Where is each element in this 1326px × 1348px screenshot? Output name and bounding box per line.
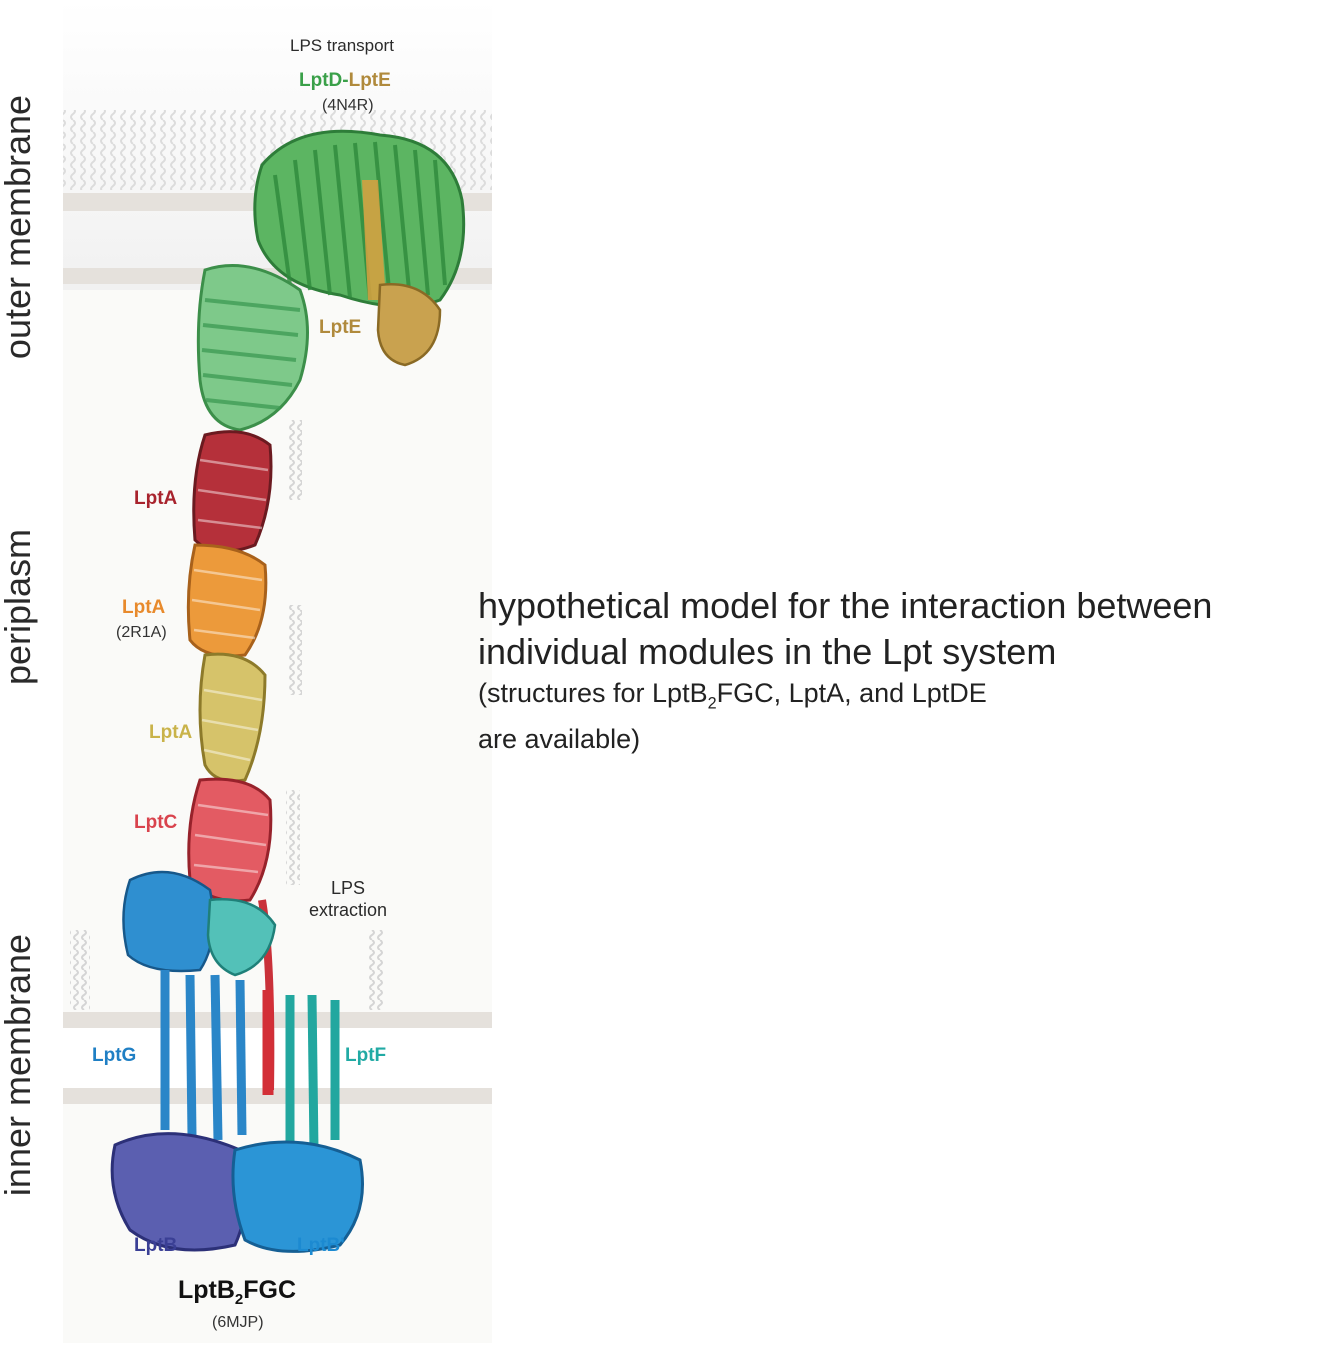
lptg-tm-helices — [160, 970, 247, 1141]
lps-extraction-line1: LPS — [331, 878, 366, 898]
lptf-tm-helices — [285, 994, 340, 1151]
lpte-side-label: LptE — [319, 317, 362, 338]
pdb-lpta: (2R1A) — [116, 624, 167, 641]
complex-title: LptB2FGC — [178, 1276, 296, 1308]
lptg-label: LptG — [92, 1045, 137, 1066]
lpte-lobe — [376, 283, 442, 367]
complex-title-sub: 2 — [234, 1291, 244, 1308]
inner-membrane-region — [63, 1027, 492, 1089]
protein-structure-art — [63, 0, 492, 1343]
lps-chain-2 — [288, 605, 302, 695]
lptb-label: LptB — [134, 1235, 178, 1256]
inner-membrane-lipids-right — [368, 930, 384, 1010]
lptd-barrel — [253, 129, 466, 308]
lptf-label: LptF — [345, 1045, 387, 1066]
caption-sub: (structures for LptB2FGC, LptA, and LptD… — [478, 675, 1318, 721]
lpta-chain — [186, 430, 273, 783]
caption-sub-post: FGC, LptA, and LptDE — [716, 678, 987, 708]
title-dash: - — [342, 70, 349, 91]
inner-membrane-band-lower — [63, 1088, 492, 1104]
lps-extraction-line2: extraction — [309, 900, 388, 920]
pdb-complex: (6MJP) — [212, 1314, 264, 1331]
figure-caption: hypothetical model for the interaction b… — [478, 583, 1318, 757]
lpta-label-1: LptA — [134, 488, 178, 509]
caption-sub-subscript: 2 — [707, 694, 717, 713]
lptd-title: LptD — [299, 70, 343, 91]
inner-membrane-band-upper — [63, 1012, 492, 1028]
lptd-jellyroll — [196, 264, 309, 432]
lpta-label-2: LptA — [122, 597, 166, 618]
lptb-nbd — [110, 1132, 248, 1252]
pdb-lptde: (4N4R) — [322, 97, 374, 114]
complex-title-post: FGC — [243, 1276, 297, 1304]
complex-title-pre: LptB — [178, 1276, 235, 1304]
caption-sub-line2: are available) — [478, 724, 641, 755]
lpta-label-3: LptA — [149, 722, 193, 743]
lpt-system-figure: outer membrane periplasm inner membrane … — [0, 0, 500, 1343]
lptc-label: LptC — [134, 812, 178, 833]
lptg-periplasmic — [122, 870, 215, 973]
lptb-prime-label: LptB' — [297, 1235, 345, 1256]
lptb-prime-nbd — [231, 1140, 364, 1253]
side-label-outer-membrane: outer membrane — [0, 94, 38, 360]
lptf-periplasmic — [206, 898, 277, 977]
inner-membrane-lipids-left — [70, 930, 90, 1010]
lptd-lpte-title: LptD-LptE — [299, 70, 391, 92]
lps-extraction-label: LPS extraction — [309, 877, 387, 921]
caption-sub-pre: (structures for LptB — [478, 678, 708, 708]
lps-chain-3 — [286, 790, 300, 885]
lps-chain-1 — [288, 420, 302, 500]
lps-transport-label: LPS transport — [290, 36, 394, 55]
caption-main: hypothetical model for the interaction b… — [478, 585, 1213, 672]
side-label-periplasm: periplasm — [0, 528, 38, 686]
lpte-title: LptE — [348, 70, 391, 91]
side-label-inner-membrane: inner membrane — [0, 933, 38, 1197]
